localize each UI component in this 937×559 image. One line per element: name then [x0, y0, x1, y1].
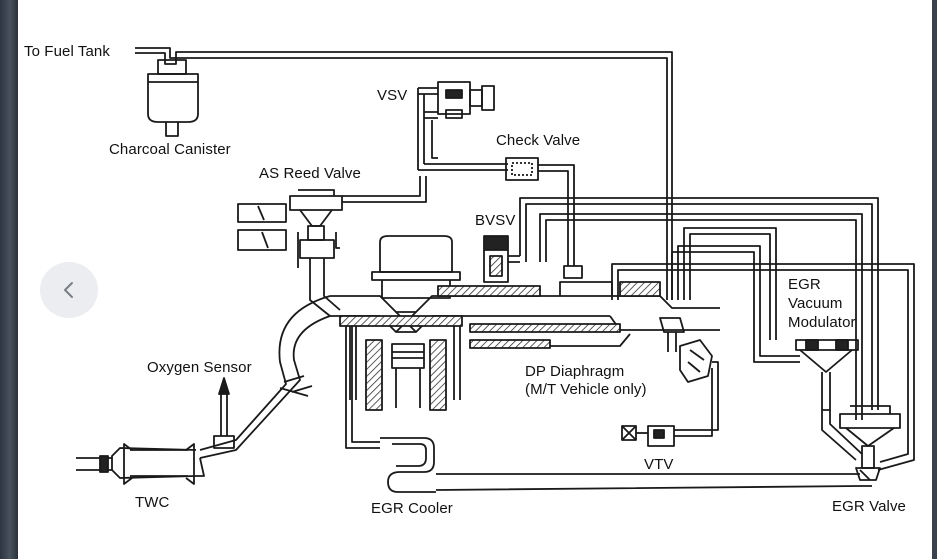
label-oxygen-sensor: Oxygen Sensor: [147, 359, 252, 376]
chevron-left-icon: [64, 282, 73, 298]
check-valve-shape: [505, 157, 575, 266]
label-dp-diaphragm-line1: DP Diaphragm: [525, 363, 625, 380]
label-charcoal-canister: Charcoal Canister: [109, 141, 231, 158]
label-check-valve: Check Valve: [496, 132, 581, 149]
egr-cooler-shape: [345, 326, 872, 493]
label-egr-modulator-line1: EGR: [788, 276, 821, 293]
charcoal-canister-shape: [147, 59, 199, 137]
label-egr-valve: EGR Valve: [832, 498, 906, 515]
label-twc: TWC: [135, 494, 170, 511]
dp-diaphragm-shape: [659, 317, 719, 437]
engine-shape: [330, 235, 720, 411]
vsv-shape: [417, 81, 508, 171]
vacuum-lines: [519, 197, 915, 471]
vtv-shape: [621, 425, 675, 447]
label-egr-modulator-line3: Modulator: [788, 314, 856, 331]
left-frame-edge: [0, 0, 18, 559]
label-dp-diaphragm-line2: (M/T Vehicle only): [525, 381, 647, 398]
label-as-reed-valve: AS Reed Valve: [259, 165, 361, 182]
bvsv-shape: [483, 235, 520, 283]
previous-button[interactable]: [40, 262, 98, 318]
egr-vacuum-modulator-shape: [795, 339, 863, 461]
label-vsv: VSV: [377, 87, 408, 104]
as-reed-valve-shape: [237, 176, 427, 317]
label-bvsv: BVSV: [475, 212, 516, 229]
label-vtv: VTV: [644, 456, 674, 473]
label-to-fuel-tank: To Fuel Tank: [24, 43, 110, 60]
label-egr-modulator-line2: Vacuum: [788, 295, 843, 312]
exhaust-system-shape: [76, 295, 331, 485]
egr-valve-shape: [839, 405, 901, 481]
right-frame-edge: [932, 0, 937, 559]
label-egr-cooler: EGR Cooler: [371, 500, 453, 517]
fuel-tank-hose: [135, 47, 673, 300]
